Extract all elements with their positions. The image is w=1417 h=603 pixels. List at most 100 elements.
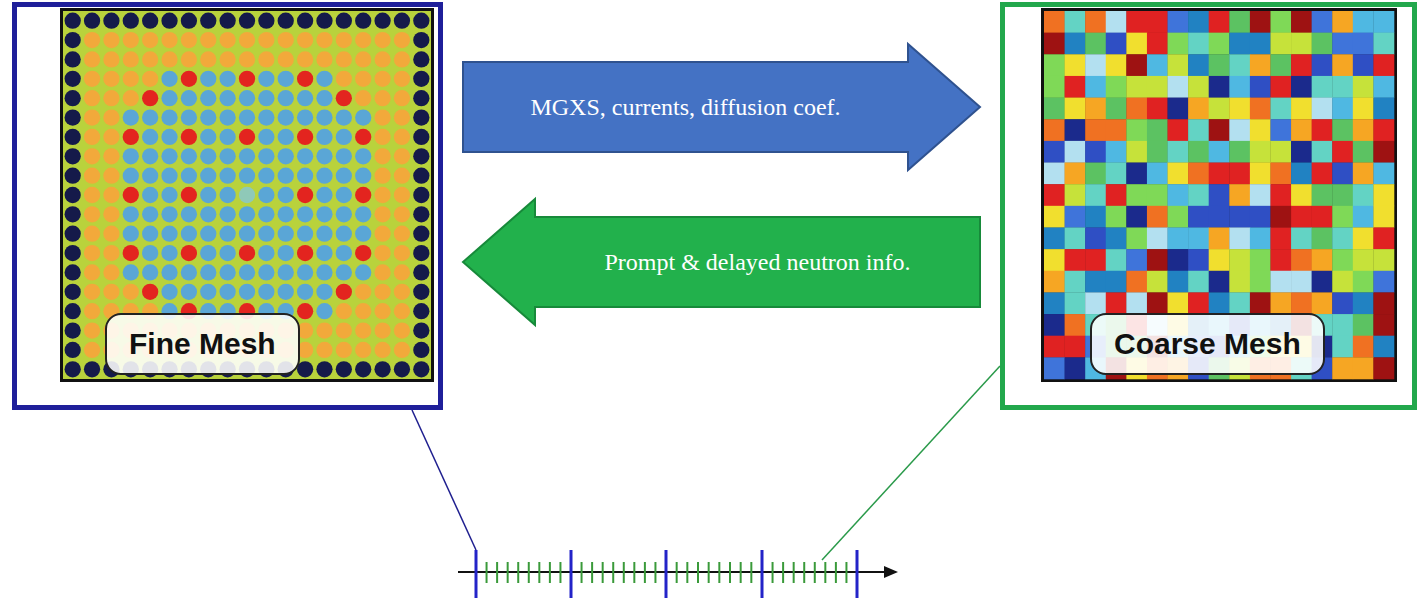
fuel-pin — [297, 71, 313, 87]
mesh-cell — [1270, 206, 1291, 228]
mesh-cell — [1332, 184, 1353, 206]
mesh-cell — [1250, 76, 1271, 98]
mesh-cell — [1373, 184, 1394, 206]
fuel-pin — [65, 245, 81, 261]
fuel-pin — [219, 226, 235, 242]
mesh-cell — [1353, 357, 1374, 379]
mesh-cell — [1291, 271, 1312, 293]
mesh-cell — [1270, 227, 1291, 249]
fuel-pin — [297, 129, 313, 145]
fine-step-tick — [496, 562, 498, 583]
fuel-pin — [374, 32, 390, 48]
mesh-cell — [1291, 54, 1312, 76]
fuel-pin — [374, 109, 390, 125]
fuel-pin — [355, 129, 371, 145]
mesh-cell — [1270, 271, 1291, 293]
fuel-pin — [278, 109, 294, 125]
mesh-cell — [1065, 271, 1086, 293]
mesh-cell — [1065, 11, 1086, 33]
fuel-pin — [219, 284, 235, 300]
fuel-pin — [258, 32, 274, 48]
mesh-cell — [1332, 227, 1353, 249]
fuel-pin — [84, 32, 100, 48]
fuel-pin — [374, 342, 390, 358]
fine-step-tick — [559, 562, 561, 583]
fine-step-tick — [676, 562, 678, 583]
fuel-pin — [65, 13, 81, 29]
mesh-cell — [1229, 184, 1250, 206]
fuel-pin — [84, 51, 100, 67]
mesh-cell — [1065, 76, 1086, 98]
mesh-cell — [1044, 271, 1065, 293]
fuel-pin — [355, 148, 371, 164]
mesh-cell — [1168, 206, 1189, 228]
mesh-cell — [1168, 184, 1189, 206]
fuel-pin — [336, 71, 352, 87]
fuel-pin — [161, 167, 177, 183]
mesh-cell — [1332, 163, 1353, 185]
fuel-pin — [355, 284, 371, 300]
fuel-pin — [336, 129, 352, 145]
fuel-pin — [103, 148, 119, 164]
fuel-pin — [239, 51, 255, 67]
fuel-pin — [84, 342, 100, 358]
mesh-cell — [1188, 141, 1209, 163]
fuel-pin — [84, 109, 100, 125]
mesh-cell — [1291, 206, 1312, 228]
mesh-cell — [1106, 163, 1127, 185]
fuel-pin — [394, 206, 410, 222]
fuel-pin — [200, 264, 216, 280]
fuel-pin — [181, 71, 197, 87]
mesh-cell — [1332, 271, 1353, 293]
fuel-pin — [181, 148, 197, 164]
fuel-pin — [123, 284, 139, 300]
fuel-pin — [200, 71, 216, 87]
fuel-pin — [413, 361, 429, 377]
fuel-pin — [374, 51, 390, 67]
mesh-cell — [1126, 76, 1147, 98]
fuel-pin — [103, 245, 119, 261]
fuel-pin — [316, 51, 332, 67]
fuel-pin — [394, 13, 410, 29]
fine-step-tick — [782, 562, 784, 583]
fuel-pin — [258, 90, 274, 106]
fuel-pin — [103, 13, 119, 29]
fuel-pin — [316, 109, 332, 125]
mesh-cell — [1373, 227, 1394, 249]
mesh-cell — [1250, 54, 1271, 76]
fuel-pin — [84, 13, 100, 29]
mesh-cell — [1312, 76, 1333, 98]
mesh-cell — [1270, 141, 1291, 163]
fuel-pin — [103, 90, 119, 106]
mesh-cell — [1332, 54, 1353, 76]
mesh-cell — [1065, 33, 1086, 55]
fuel-pin — [200, 90, 216, 106]
fuel-pin — [181, 32, 197, 48]
fuel-pin — [394, 303, 410, 319]
time-axis — [458, 571, 888, 573]
fuel-pin — [316, 13, 332, 29]
mesh-cell — [1250, 163, 1271, 185]
fuel-pin — [374, 264, 390, 280]
mesh-cell — [1147, 98, 1168, 120]
mesh-cell — [1106, 292, 1127, 314]
mesh-cell — [1229, 141, 1250, 163]
mesh-cell — [1373, 163, 1394, 185]
fuel-pin — [258, 206, 274, 222]
mesh-cell — [1353, 141, 1374, 163]
mesh-cell — [1270, 119, 1291, 141]
mesh-cell — [1291, 292, 1312, 314]
mesh-cell — [1188, 184, 1209, 206]
fuel-pin — [123, 109, 139, 125]
mesh-cell — [1085, 119, 1106, 141]
mesh-cell — [1270, 249, 1291, 271]
fuel-pin — [355, 245, 371, 261]
fuel-pin — [297, 109, 313, 125]
fuel-pin — [355, 303, 371, 319]
mesh-cell — [1353, 11, 1374, 33]
mesh-cell — [1147, 163, 1168, 185]
coarse-cells — [1044, 11, 1394, 379]
mesh-cell — [1291, 227, 1312, 249]
fuel-pin — [142, 284, 158, 300]
fuel-pin — [84, 90, 100, 106]
